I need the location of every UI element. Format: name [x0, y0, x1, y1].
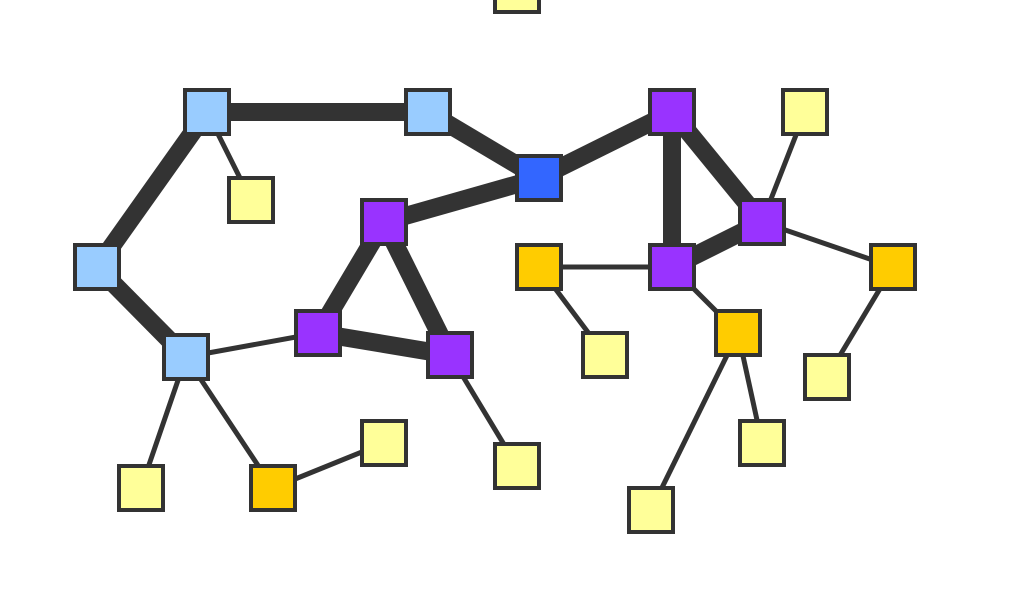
node-lb2: [404, 88, 452, 136]
edge-lb1-lb3: [89, 106, 215, 273]
node-y4: [493, 442, 541, 490]
node-p4: [426, 331, 474, 379]
node-o1: [249, 464, 297, 512]
node-p3: [294, 309, 342, 357]
edge-b1-p1: [381, 169, 542, 231]
node-o2: [515, 243, 563, 291]
node-p6: [648, 243, 696, 291]
node-p5: [738, 198, 786, 246]
node-lb1: [183, 88, 231, 136]
nodes-layer: [73, 0, 917, 534]
node-lb4: [162, 333, 210, 381]
node-y6: [738, 419, 786, 467]
node-p1: [360, 198, 408, 246]
node-p2: [648, 88, 696, 136]
node-y9: [803, 353, 851, 401]
node-y8: [781, 88, 829, 136]
node-lb3: [73, 243, 121, 291]
node-y7: [627, 486, 675, 534]
node-b1: [515, 154, 563, 202]
node-o4: [869, 243, 917, 291]
node-o3: [714, 309, 762, 357]
node-y1: [227, 176, 275, 224]
edge-o3-y7: [648, 331, 741, 512]
node-y2: [117, 464, 165, 512]
node-y10: [493, 0, 541, 14]
node-y3: [360, 419, 408, 467]
node-y5: [581, 331, 629, 379]
